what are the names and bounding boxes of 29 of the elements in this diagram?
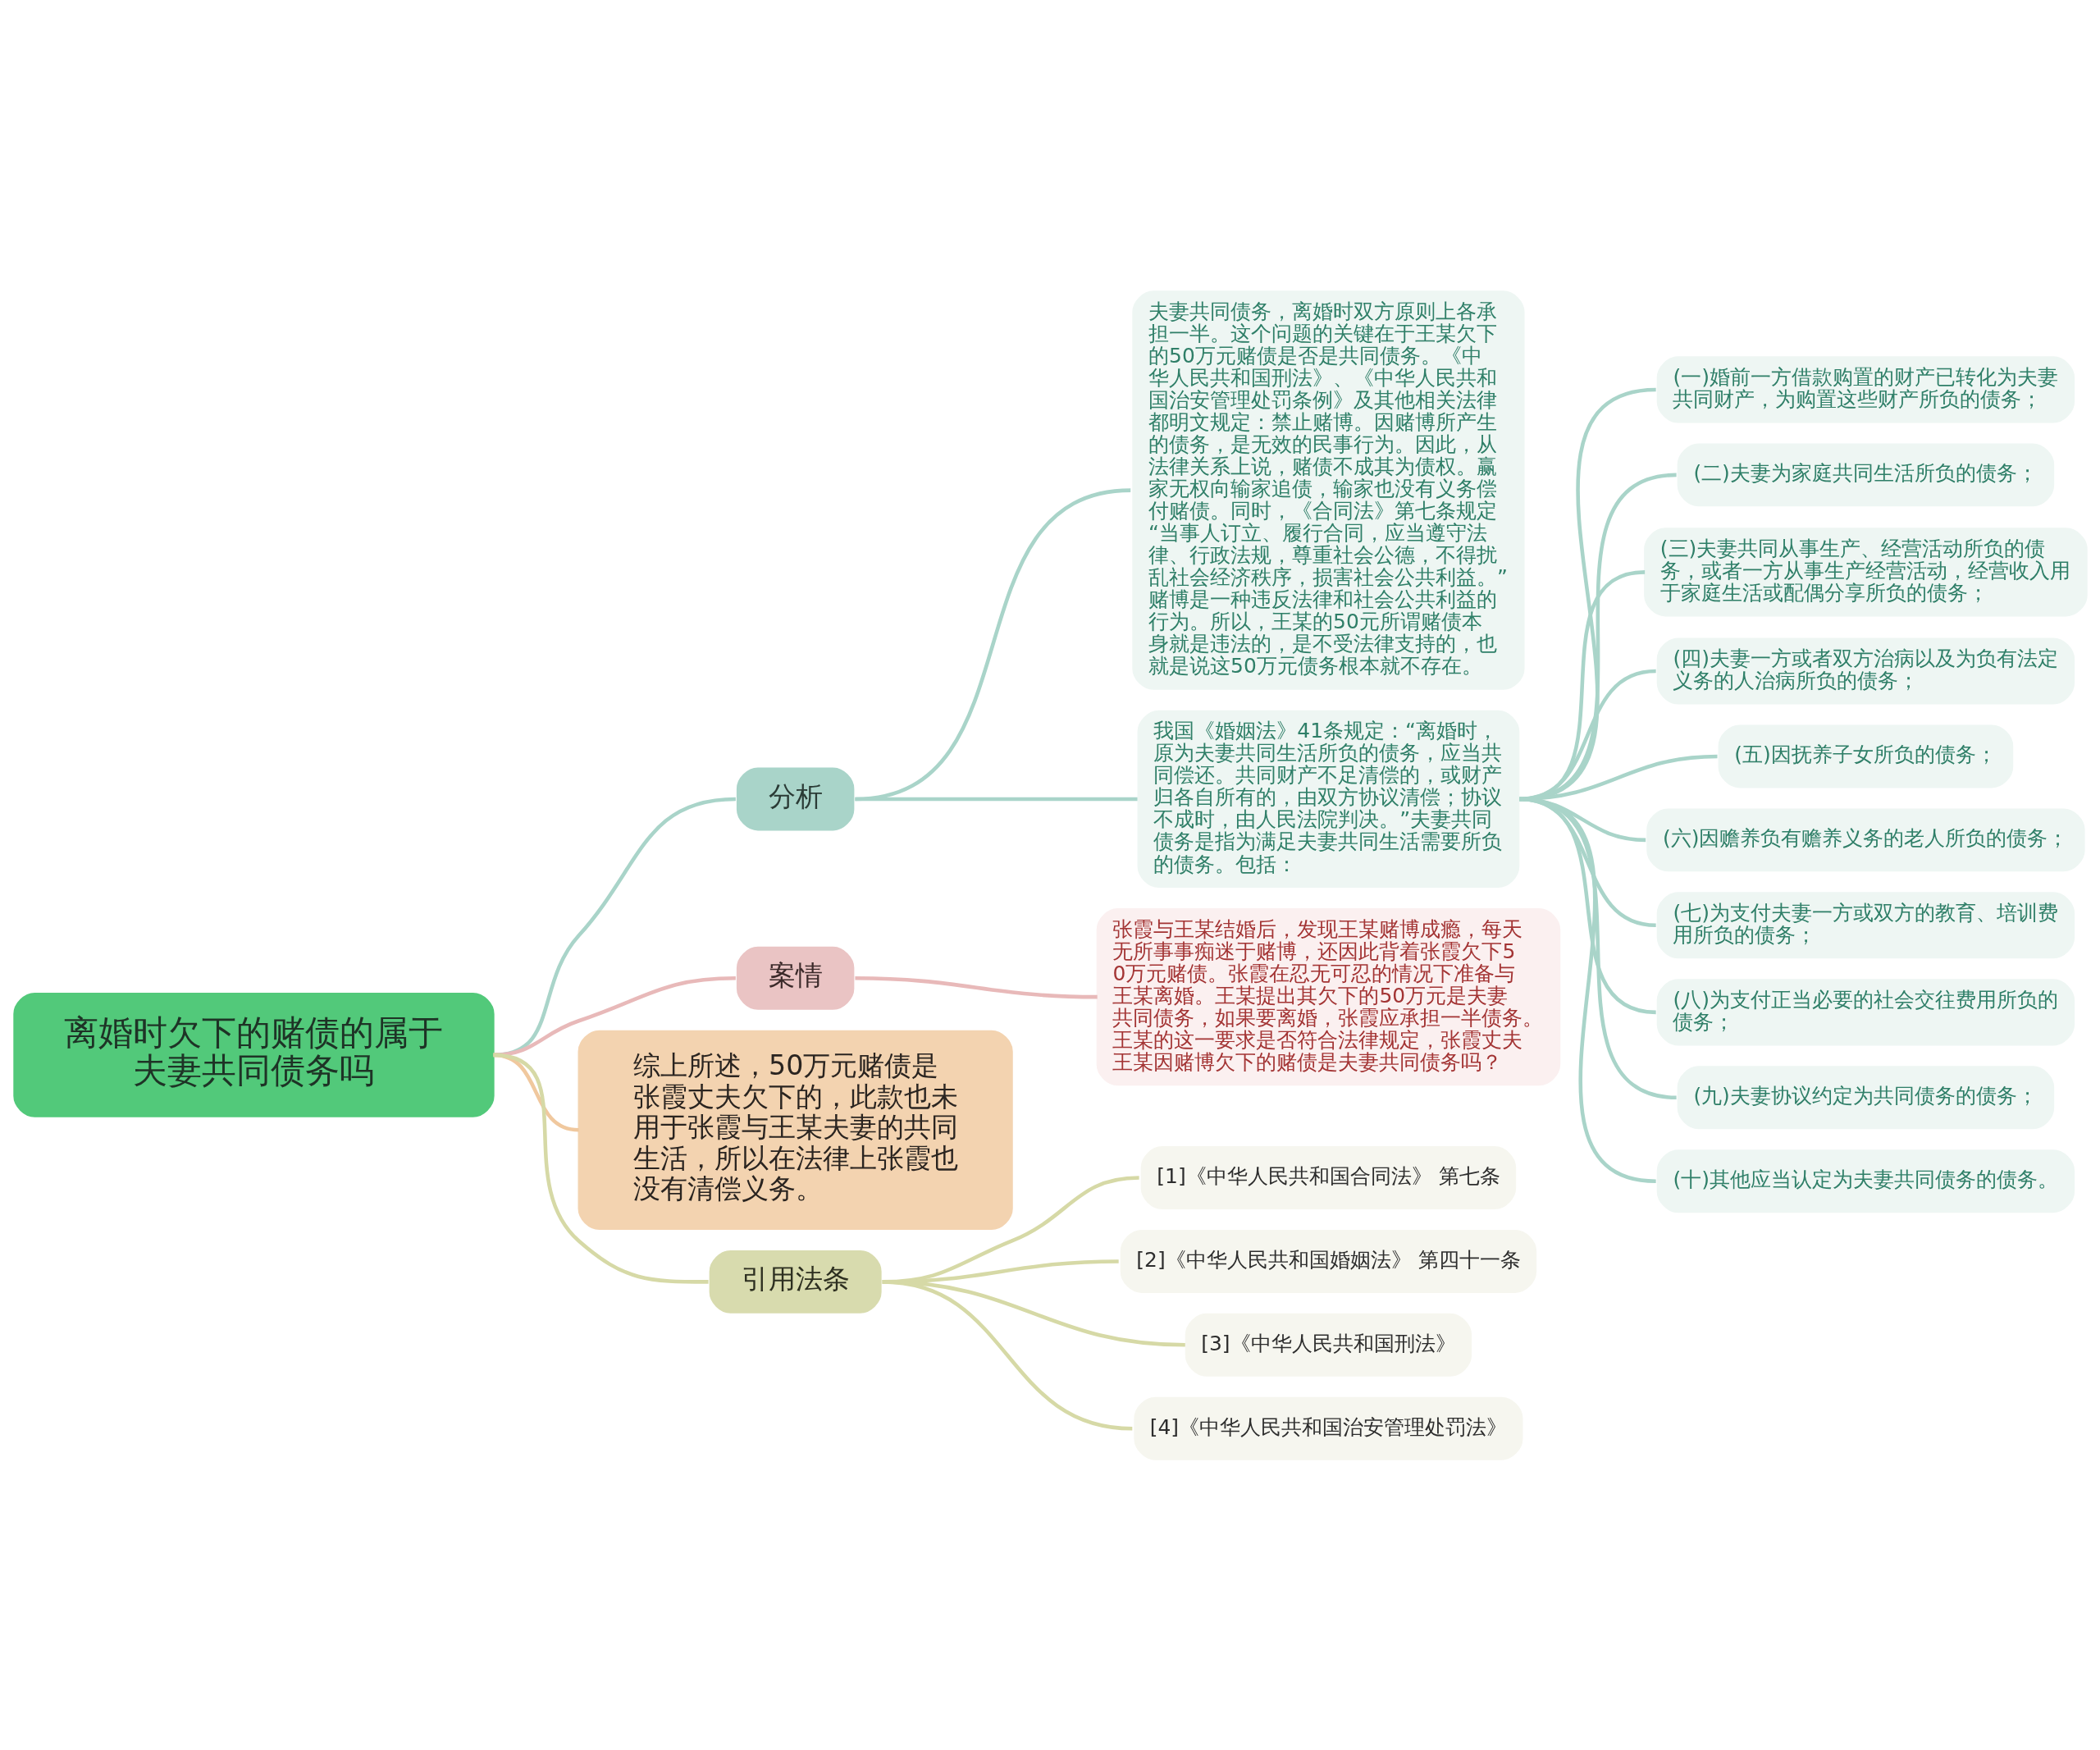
node-box: (二)夫妻为家庭共同生活所负的债务； — [1677, 442, 2054, 506]
connector — [881, 1279, 1133, 1430]
node-box: (十)其他应当认定为夫妻共同债务的债务。 — [1656, 1149, 2075, 1213]
connector — [492, 797, 736, 1057]
node-box: (三)夫妻共同从事生产、经营活动所负的债务，或者一方从事生产经营活动，经营收入用于家庭生活或配偶分享所负的债务； — [1643, 527, 2088, 616]
node-box: 引用法条 — [709, 1250, 882, 1314]
connector — [854, 976, 1098, 998]
node-box: (五)因抚养子女所负的债务； — [1718, 724, 2013, 788]
connector — [492, 1053, 709, 1284]
node-box: [3]《中华人民共和国刑法》 — [1185, 1313, 1472, 1377]
node-box: [4]《中华人民共和国治安管理处罚法》 — [1133, 1396, 1522, 1460]
node-box: (一)婚前一方借款购置的财产已转化为夫妻共同财产，为购置这些财产所负的债务； — [1656, 355, 2075, 423]
node-box: 我国《婚姻法》41条规定：“离婚时，原为夫妻共同生活所负的债务，应当共同偿还。共同财产不足清偿的，或财产归各自所有的，由双方协议清偿；协议不成时，由人民法院判决。”夫妻共同债务是指为满足夫妻共同生活需要所负的债务。包括： — [1137, 710, 1519, 888]
node-box: 离婚时欠下的赌债的属于夫妻共同债务吗 — [12, 992, 495, 1117]
node-box: [1]《中华人民共和国合同法》 第七条 — [1140, 1145, 1516, 1209]
node-box: 案情 — [736, 946, 854, 1010]
node-box: (八)为支付正当必要的社会交往费用所负的债务； — [1656, 978, 2075, 1045]
connector — [493, 976, 736, 1057]
node-box: (九)夫妻协议约定为共同债务的债务； — [1677, 1065, 2054, 1129]
node-box: 夫妻共同债务，离婚时双方原则上各承担一半。这个问题的关键在于王某欠下的50万元赌债是否是共同债务。《中华人民共和国刑法》、《中华人民共和国治安管理处罚条例》及其他相关法律都明文规定：禁止赌博。因赌博所产生的债务，是无效的民事行为。因此，从法律关系上说，赌债不成其为债权。赢家无权向输家追债，输家也没有义务偿付赌债。同时，《合同法》第七条规定“当事人订立、履行合同，应当遵守法律、行政法规，尊重社会公德，不得扰乱社会经济秩序，损害社会公共利益。”赌博是一种违反法律和社会公共利益的行为。所以，王某的50元所谓赌债本身就是违法的，是不受法律支持的，也就是说这50万元债务根本就不存在。 — [1131, 290, 1525, 690]
connector — [854, 797, 1138, 801]
node-box: (六)因赡养负有赡养义务的老人所负的债务； — [1646, 807, 2085, 871]
connector — [1518, 797, 1656, 1183]
node-box: (七)为支付夫妻一方或双方的教育、培训费用所负的债务； — [1656, 891, 2075, 958]
node-box: [2]《中华人民共和国婚姻法》 第四十一条 — [1120, 1229, 1536, 1293]
node-box: 张霞与王某结婚后，发现王某赌博成瘾，每天无所事事痴迷于赌博，还因此背着张霞欠下50万元赌债。张霞在忍无可忍的情况下准备与王某离婚。王某提出其欠下的50万元是夫妻共同债务，如果要离婚，张霞应承担一半债务。王某的这一要求是否符合法律规定，张霞丈夫王某因赌博欠下的赌债是夫妻共同债务吗？ — [1096, 907, 1560, 1085]
node-box: (四)夫妻一方或者双方治病以及为负有法定义务的人治病所负的债务； — [1656, 637, 2075, 705]
node-box: 分析 — [736, 767, 854, 830]
node-box: 综上所述，50万元赌债是张霞丈夫欠下的，此款也未用于张霞与王某夫妻的共同生活，所以在法律上张霞也没有清偿义务。 — [578, 1030, 1013, 1230]
